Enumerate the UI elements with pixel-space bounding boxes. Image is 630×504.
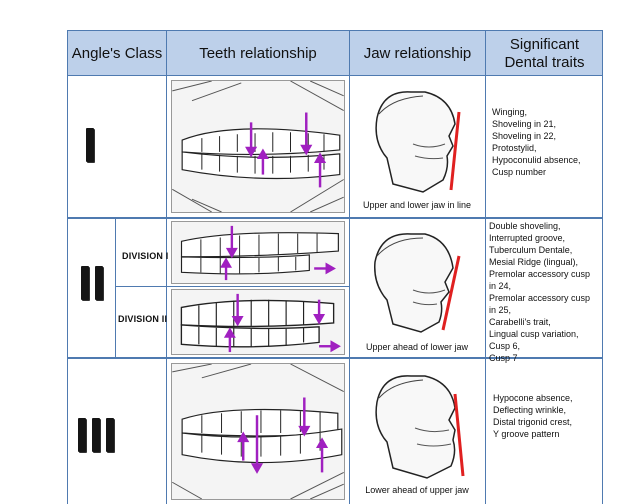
class-i-dental-traits: Winging, Shoveling in 21, Shoveling in 2…: [492, 107, 581, 177]
numeral-bar: [86, 128, 94, 162]
class-iii-numeral: [78, 418, 114, 452]
grid-line: [115, 218, 116, 358]
grid-line: [67, 76, 68, 504]
class-iii-teeth-sketch: [171, 363, 345, 500]
numeral-bar: [95, 266, 103, 300]
header-jaw-relationship: Jaw relationship: [350, 31, 486, 77]
class-i-numeral: [86, 128, 94, 162]
class-ii-dental-traits: Double shoveling, Interrupted groove, Tu…: [489, 221, 591, 363]
class-ii-div-ii-teeth-sketch: [171, 289, 345, 355]
class-ii-numeral: [81, 266, 103, 300]
class-iii-dental-traits: Hypocone absence, Deflecting wrinkle, Di…: [493, 393, 573, 439]
header-dental-traits: Significant Dental traits: [486, 31, 603, 77]
division-i-label: DIVISION I: [122, 251, 169, 261]
division-ii-label: DIVISION II: [118, 314, 168, 324]
header-angles-class: Angle's Class: [68, 31, 167, 77]
header-teeth-relationship: Teeth relationship: [167, 31, 350, 77]
numeral-bar: [81, 266, 89, 300]
grid-line: [67, 357, 603, 359]
grid-line: [166, 76, 167, 504]
class-ii-jaw-caption: Upper ahead of lower jaw: [365, 342, 469, 352]
header-dental-traits-line1: Significant: [509, 36, 580, 53]
grid-line: [115, 286, 349, 287]
table-header: Angle's Class Teeth relationship Jaw rel…: [67, 30, 603, 77]
numeral-bar: [92, 418, 100, 452]
class-iii-jaw-profile: [375, 375, 465, 479]
class-i-teeth-sketch: [171, 80, 345, 213]
class-ii-jaw-profile: [374, 233, 461, 333]
header-dental-traits-line2: Dental traits: [504, 54, 585, 71]
class-i-jaw-profile: [375, 91, 461, 193]
numeral-bar: [106, 418, 114, 452]
grid-line: [485, 76, 486, 504]
grid-line: [67, 217, 603, 219]
class-ii-div-i-teeth-sketch: [171, 221, 345, 284]
class-iii-jaw-caption: Lower ahead of upper jaw: [365, 485, 469, 495]
grid-line: [349, 76, 350, 504]
class-i-jaw-caption: Upper and lower jaw in line: [362, 200, 472, 210]
grid-line: [602, 76, 603, 504]
numeral-bar: [78, 418, 86, 452]
angle-class-table: Angle's Class Teeth relationship Jaw rel…: [67, 30, 603, 504]
